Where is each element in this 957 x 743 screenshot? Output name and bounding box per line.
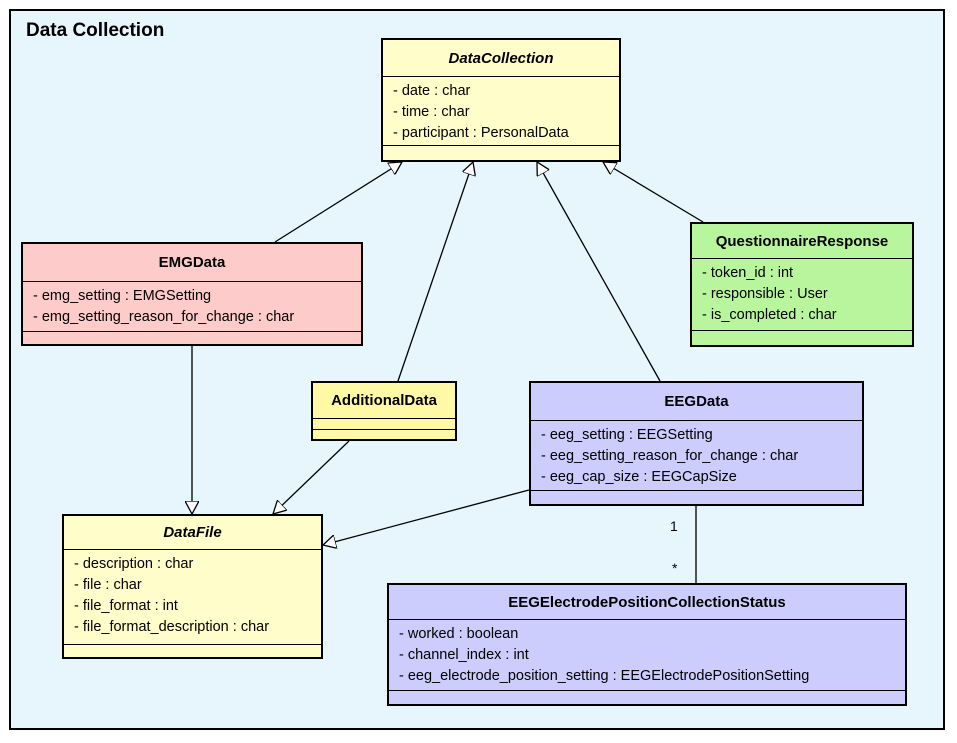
- multiplicity-many: *: [672, 560, 678, 576]
- attribute: - eeg_electrode_position_setting : EEGEl…: [399, 668, 810, 684]
- attribute: - emg_setting_reason_for_change : char: [33, 309, 295, 325]
- attribute: - file : char: [74, 577, 142, 593]
- attribute: - participant : PersonalData: [393, 125, 569, 141]
- diagram-title: Data Collection: [26, 20, 165, 41]
- class-name: QuestionnaireResponse: [692, 224, 912, 259]
- multiplicity-one: 1: [670, 518, 678, 534]
- attributes-compartment: - date : char - time : char - participan…: [383, 77, 619, 146]
- attribute: - description : char: [74, 556, 194, 572]
- attribute: - channel_index : int: [399, 647, 529, 663]
- attribute: - worked : boolean: [399, 626, 519, 642]
- class-name: EEGData: [531, 383, 862, 421]
- attribute: - date : char: [393, 83, 471, 99]
- class-name: EEGElectrodePositionCollectionStatus: [389, 585, 905, 620]
- class-name: AdditionalData: [313, 383, 455, 419]
- class-questionnaireresponse: QuestionnaireResponse - token_id : int -…: [690, 222, 914, 347]
- attribute: - emg_setting : EMGSetting: [33, 288, 212, 304]
- attribute: - file_format_description : char: [74, 619, 270, 635]
- class-emgdata: EMGData - emg_setting : EMGSetting - emg…: [21, 242, 363, 346]
- class-eegelectrodepositioncollectionstatus: EEGElectrodePositionCollectionStatus - w…: [387, 583, 907, 706]
- class-datacollection: DataCollection - date : char - time : ch…: [381, 38, 621, 162]
- attribute: - token_id : int: [702, 265, 794, 281]
- attributes-compartment: [313, 419, 455, 430]
- attributes-compartment: - worked : boolean - channel_index : int…: [389, 620, 905, 691]
- class-eegdata: EEGData - eeg_setting : EEGSetting - eeg…: [529, 381, 864, 506]
- class-name: DataCollection: [383, 40, 619, 77]
- attribute: - file_format : int: [74, 598, 178, 614]
- attributes-compartment: - eeg_setting : EEGSetting - eeg_setting…: [531, 421, 862, 491]
- attribute: - time : char: [393, 104, 470, 120]
- attribute: - eeg_setting_reason_for_change : char: [541, 448, 799, 464]
- attributes-compartment: - description : char - file : char - fil…: [64, 550, 321, 645]
- attribute: - is_completed : char: [702, 307, 837, 323]
- attributes-compartment: - token_id : int - responsible : User - …: [692, 259, 912, 331]
- attribute: - eeg_setting : EEGSetting: [541, 427, 713, 443]
- attribute: - responsible : User: [702, 286, 828, 302]
- attribute: - eeg_cap_size : EEGCapSize: [541, 469, 737, 485]
- class-name: DataFile: [64, 516, 321, 550]
- class-name: EMGData: [23, 244, 361, 282]
- class-datafile: DataFile - description : char - file : c…: [62, 514, 323, 659]
- class-additionaldata: AdditionalData: [311, 381, 457, 441]
- attributes-compartment: - emg_setting : EMGSetting - emg_setting…: [23, 282, 361, 332]
